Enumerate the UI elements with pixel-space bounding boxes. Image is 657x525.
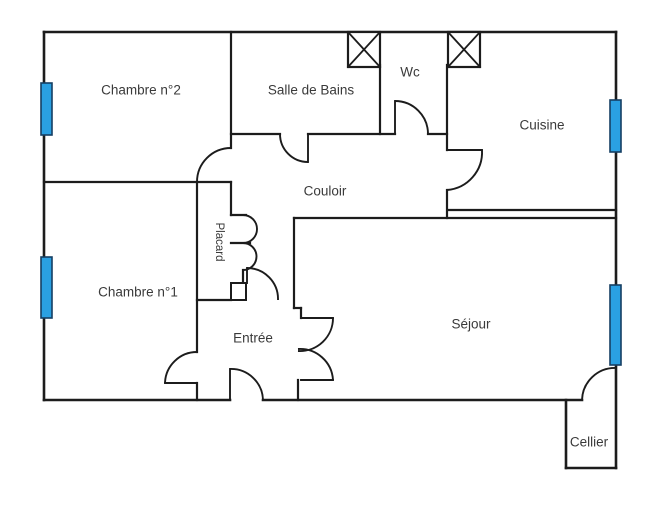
- porte-wc-arc: [394, 100, 429, 135]
- room-label-cellier: Cellier: [570, 435, 609, 450]
- porte-chambre-1-arc: [164, 351, 198, 384]
- room-label-salle-de-bains: Salle de Bains: [268, 83, 355, 98]
- porte-sejour-bas-arc: [297, 348, 334, 381]
- porte-sejour-haut-arc: [297, 317, 334, 352]
- porte-cuisine-arc: [446, 149, 483, 191]
- porte-couloir-entree-arc: [246, 267, 279, 301]
- porte-salle-de-bains-arc: [279, 133, 309, 163]
- fenetre-chambre-1: [40, 256, 53, 319]
- room-label-wc: Wc: [400, 65, 420, 80]
- fenetre-sejour: [609, 284, 622, 366]
- porte-entree-ext-arc: [229, 368, 264, 401]
- porte-placard-haut-arc: [242, 214, 258, 244]
- porte-placard-bas-arc: [242, 242, 258, 271]
- room-label-sejour: Séjour: [451, 317, 491, 332]
- room-label-placard: Placard: [213, 223, 225, 262]
- flue-cross-icon: [346, 30, 382, 69]
- room-label-chambre-1: Chambre n°1: [98, 285, 178, 300]
- room-label-chambre-2: Chambre n°2: [101, 83, 181, 98]
- porte-cellier-arc: [581, 367, 617, 401]
- wall-pillar: [230, 282, 247, 301]
- room-label-cuisine: Cuisine: [519, 118, 564, 133]
- fenetre-chambre-2: [40, 82, 53, 136]
- porte-chambre-2-arc: [196, 147, 232, 183]
- room-label-entree: Entrée: [233, 331, 273, 346]
- flue-cross-icon: [446, 30, 482, 69]
- fenetre-cuisine: [609, 99, 622, 153]
- room-label-couloir: Couloir: [304, 184, 347, 199]
